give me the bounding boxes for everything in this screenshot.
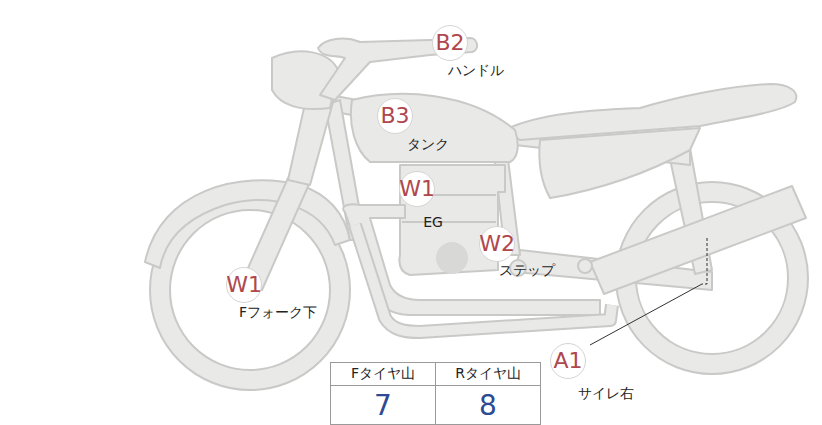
part-name: ステップ	[499, 262, 555, 280]
front-wheel-inner	[170, 210, 330, 370]
leader-line	[702, 238, 707, 284]
rear-footpeg	[578, 259, 592, 273]
part-name: Fフォーク下	[239, 304, 317, 322]
part-name: タンク	[407, 136, 449, 154]
damage-marker: B2ハンドル	[432, 25, 468, 61]
table-header: Rタイヤ山	[435, 362, 541, 386]
muffler	[590, 186, 806, 294]
callout-code: A1	[550, 343, 586, 379]
damage-marker: A1サイレ右	[550, 343, 586, 379]
headlight	[272, 51, 338, 109]
leader-line	[590, 284, 702, 345]
damage-marker: W1Fフォーク下	[226, 267, 262, 303]
part-name: EG	[423, 214, 443, 230]
callout-code: W1	[226, 267, 262, 303]
table-value: 7	[330, 385, 436, 425]
exhaust-pipe-outline	[355, 225, 612, 332]
table-header: Fタイヤ山	[330, 362, 436, 386]
part-name: ハンドル	[448, 62, 504, 80]
damage-marker: W1EG	[399, 171, 435, 207]
damage-marker: B3タンク	[377, 98, 413, 134]
fuel-tank	[351, 94, 518, 162]
front-fender	[145, 180, 350, 268]
part-name: サイレ右	[578, 385, 634, 403]
engine-cover	[436, 242, 468, 274]
side-cover	[539, 128, 700, 198]
callout-code: B3	[377, 98, 413, 134]
callout-code: W1	[399, 171, 435, 207]
callout-code: W2	[479, 226, 515, 262]
table-value: 8	[435, 385, 541, 425]
exhaust-pipe-lower	[355, 225, 612, 332]
callout-code: B2	[432, 25, 468, 61]
damage-marker: W2ステップ	[479, 226, 515, 262]
